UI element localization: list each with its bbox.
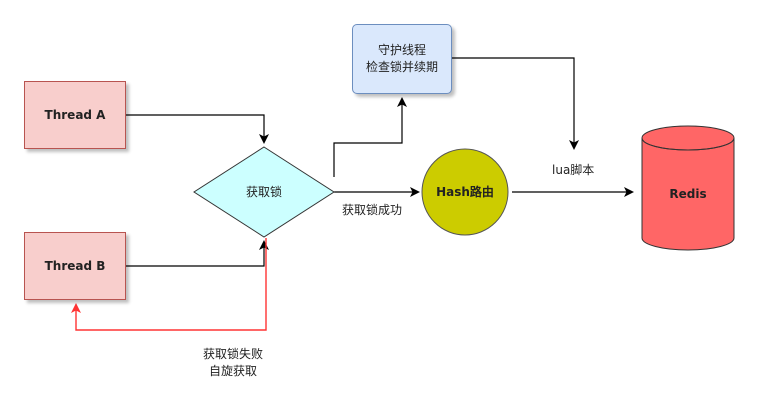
fail-spin-label-line1: 获取锁失败: [203, 347, 264, 361]
hash-route-label: Hash路由: [436, 184, 494, 199]
thread-b-node: Thread B: [24, 232, 126, 300]
hash-route-node: [421, 148, 509, 236]
acquire-success-label: 获取锁成功: [342, 203, 403, 217]
edge-lock-to-daemon: [333, 97, 407, 177]
redis-cylinder: [641, 125, 735, 251]
daemon-thread-node: 守护线程 检查锁并续期: [352, 24, 452, 94]
daemon-thread-label-line1: 守护线程: [377, 43, 426, 57]
thread-b-label: Thread B: [44, 258, 106, 273]
edge-daemon-to-lua: [452, 57, 579, 150]
edge-thread-a-to-lock: [126, 114, 269, 144]
edge-thread-b-to-lock: [126, 240, 269, 267]
thread-a-label: Thread A: [44, 107, 106, 122]
redis-label: Redis: [669, 187, 706, 201]
lua-script-label: lua脚本: [550, 162, 597, 179]
daemon-thread-label-line2: 检查锁并续期: [365, 60, 438, 74]
edge-fail-spin: [71, 238, 267, 331]
fail-spin-label-line2: 自旋获取: [209, 364, 258, 378]
fail-spin-label: 获取锁失败 自旋获取: [203, 346, 263, 380]
acquire-lock-decision: [193, 146, 335, 238]
acquire-lock-label: 获取锁: [246, 184, 282, 199]
thread-a-node: Thread A: [24, 81, 126, 149]
